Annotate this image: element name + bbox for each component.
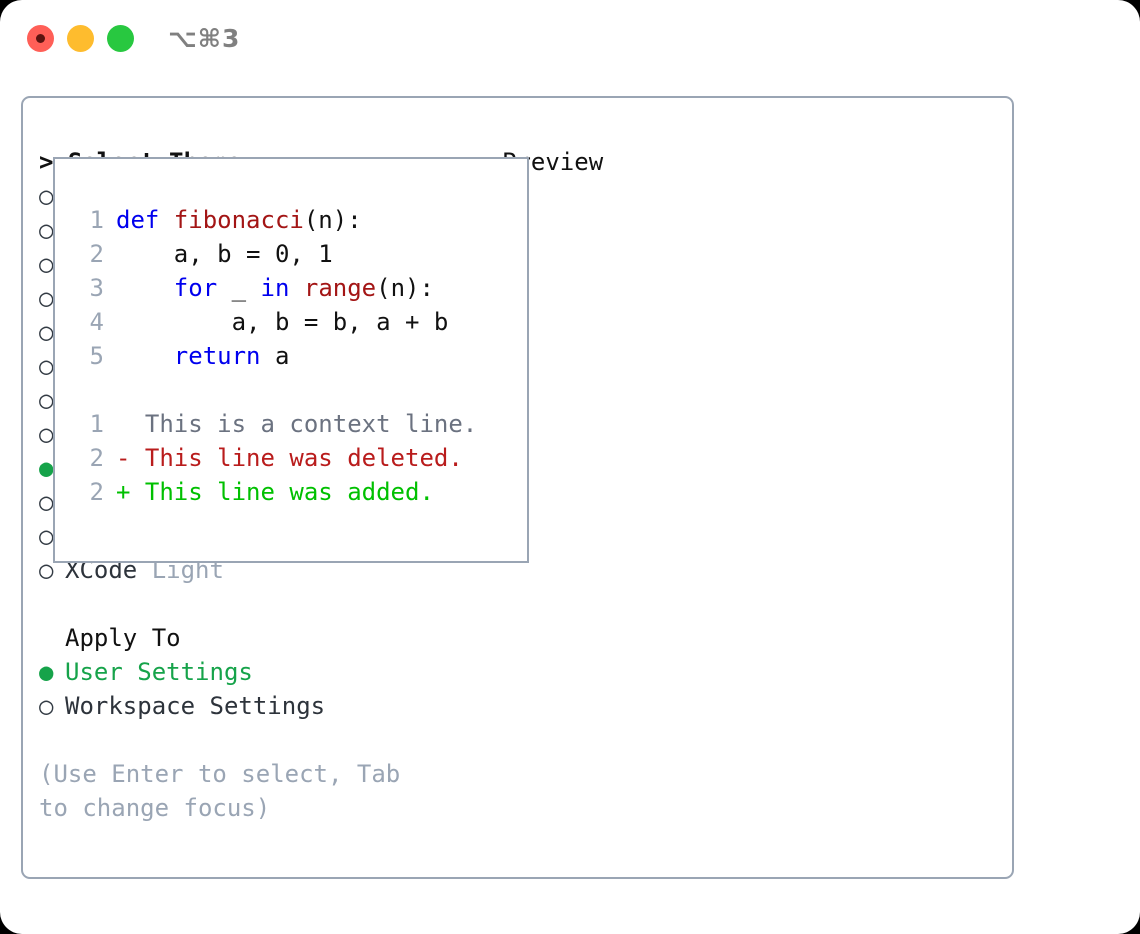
- diff-line-number: 1: [89, 410, 104, 438]
- radio-unselected-icon: ○: [39, 352, 54, 380]
- line-number: 5: [89, 342, 104, 370]
- diff-sample: 1 This is a context line.2- This line wa…: [75, 407, 521, 509]
- code-token: range: [303, 274, 377, 302]
- code-token: [116, 342, 174, 370]
- line-number: 4: [89, 308, 104, 336]
- radio-unselected-icon: ○: [39, 250, 54, 278]
- main-panel: > Select Theme ○ANSI Dark○Atom One Dark○…: [21, 96, 1014, 879]
- code-line: 4 a, b = b, a + b: [75, 305, 521, 339]
- radio-unselected-icon: ○: [39, 216, 54, 244]
- diff-line-number: 2: [89, 444, 104, 472]
- diff-line: 2- This line was deleted.: [75, 441, 521, 475]
- line-number: 3: [89, 274, 104, 302]
- traffic-light-group: [27, 25, 134, 52]
- apply-to-list[interactable]: ● User Settings ○ Workspace Settings: [39, 655, 489, 723]
- radio-selected-icon: ●: [39, 454, 54, 482]
- window-title: ⌥⌘3: [168, 24, 241, 53]
- radio-unselected-icon: ○: [39, 420, 54, 448]
- apply-to-label: User Settings: [65, 658, 253, 686]
- radio-unselected-icon: ○: [39, 284, 54, 312]
- radio-unselected-icon: ○: [39, 488, 54, 516]
- preview-column: Preview: [502, 145, 1002, 179]
- diff-text: This line was added.: [130, 478, 434, 506]
- preview-title: Preview: [502, 148, 604, 176]
- close-button[interactable]: [27, 25, 54, 52]
- radio-unselected-icon: ○: [39, 556, 54, 584]
- diff-line: 2 + This line was added.: [75, 475, 521, 509]
- code-token: for: [173, 274, 218, 302]
- title-bar: ⌥⌘3: [0, 0, 1140, 78]
- minimize-button[interactable]: [67, 25, 94, 52]
- diff-line: 1 This is a context line.: [75, 407, 521, 441]
- code-token: a, b = 0, 1: [116, 240, 333, 268]
- code-diff-spacer: [75, 373, 521, 407]
- diff-marker: [116, 410, 130, 438]
- radio-selected-icon: ●: [39, 658, 54, 686]
- apply-to-item[interactable]: ● User Settings: [39, 655, 489, 689]
- code-token: in: [260, 274, 304, 302]
- code-token: (n):: [376, 274, 434, 302]
- code-token: a: [260, 342, 290, 370]
- code-token: return: [173, 342, 261, 370]
- apply-to-label: Workspace Settings: [65, 692, 326, 720]
- code-token: fibonacci: [173, 206, 304, 234]
- radio-unselected-icon: ○: [39, 692, 54, 720]
- maximize-button[interactable]: [107, 25, 134, 52]
- line-number: 2: [89, 240, 104, 268]
- apply-to-header: Apply To: [65, 624, 181, 652]
- code-line: 2 a, b = 0, 1: [75, 237, 521, 271]
- code-line: 3 for _ in range(n):: [75, 271, 521, 305]
- apply-to-item[interactable]: ○ Workspace Settings: [39, 689, 489, 723]
- diff-text: This line was deleted.: [130, 444, 463, 472]
- code-token: _: [217, 274, 261, 302]
- code-token: [116, 274, 174, 302]
- radio-unselected-icon: ○: [39, 522, 54, 550]
- radio-unselected-icon: ○: [39, 386, 54, 414]
- code-token: (n):: [303, 206, 362, 234]
- radio-unselected-icon: ○: [39, 182, 54, 210]
- diff-line-number: 2: [89, 478, 104, 506]
- keyboard-hint: (Use Enter to select, Tab to change focu…: [39, 760, 401, 822]
- code-line: 5 return a: [75, 339, 521, 373]
- diff-marker: +: [116, 478, 131, 506]
- code-line: 1 def fibonacci(n):: [75, 203, 521, 237]
- code-token: def: [116, 206, 174, 234]
- line-number: 1: [89, 206, 104, 234]
- section-spacer: [39, 587, 489, 621]
- diff-text: This is a context line.: [130, 410, 478, 438]
- code-token: a, b = b, a + b: [116, 308, 449, 336]
- diff-marker: -: [116, 444, 131, 472]
- radio-unselected-icon: ○: [39, 318, 54, 346]
